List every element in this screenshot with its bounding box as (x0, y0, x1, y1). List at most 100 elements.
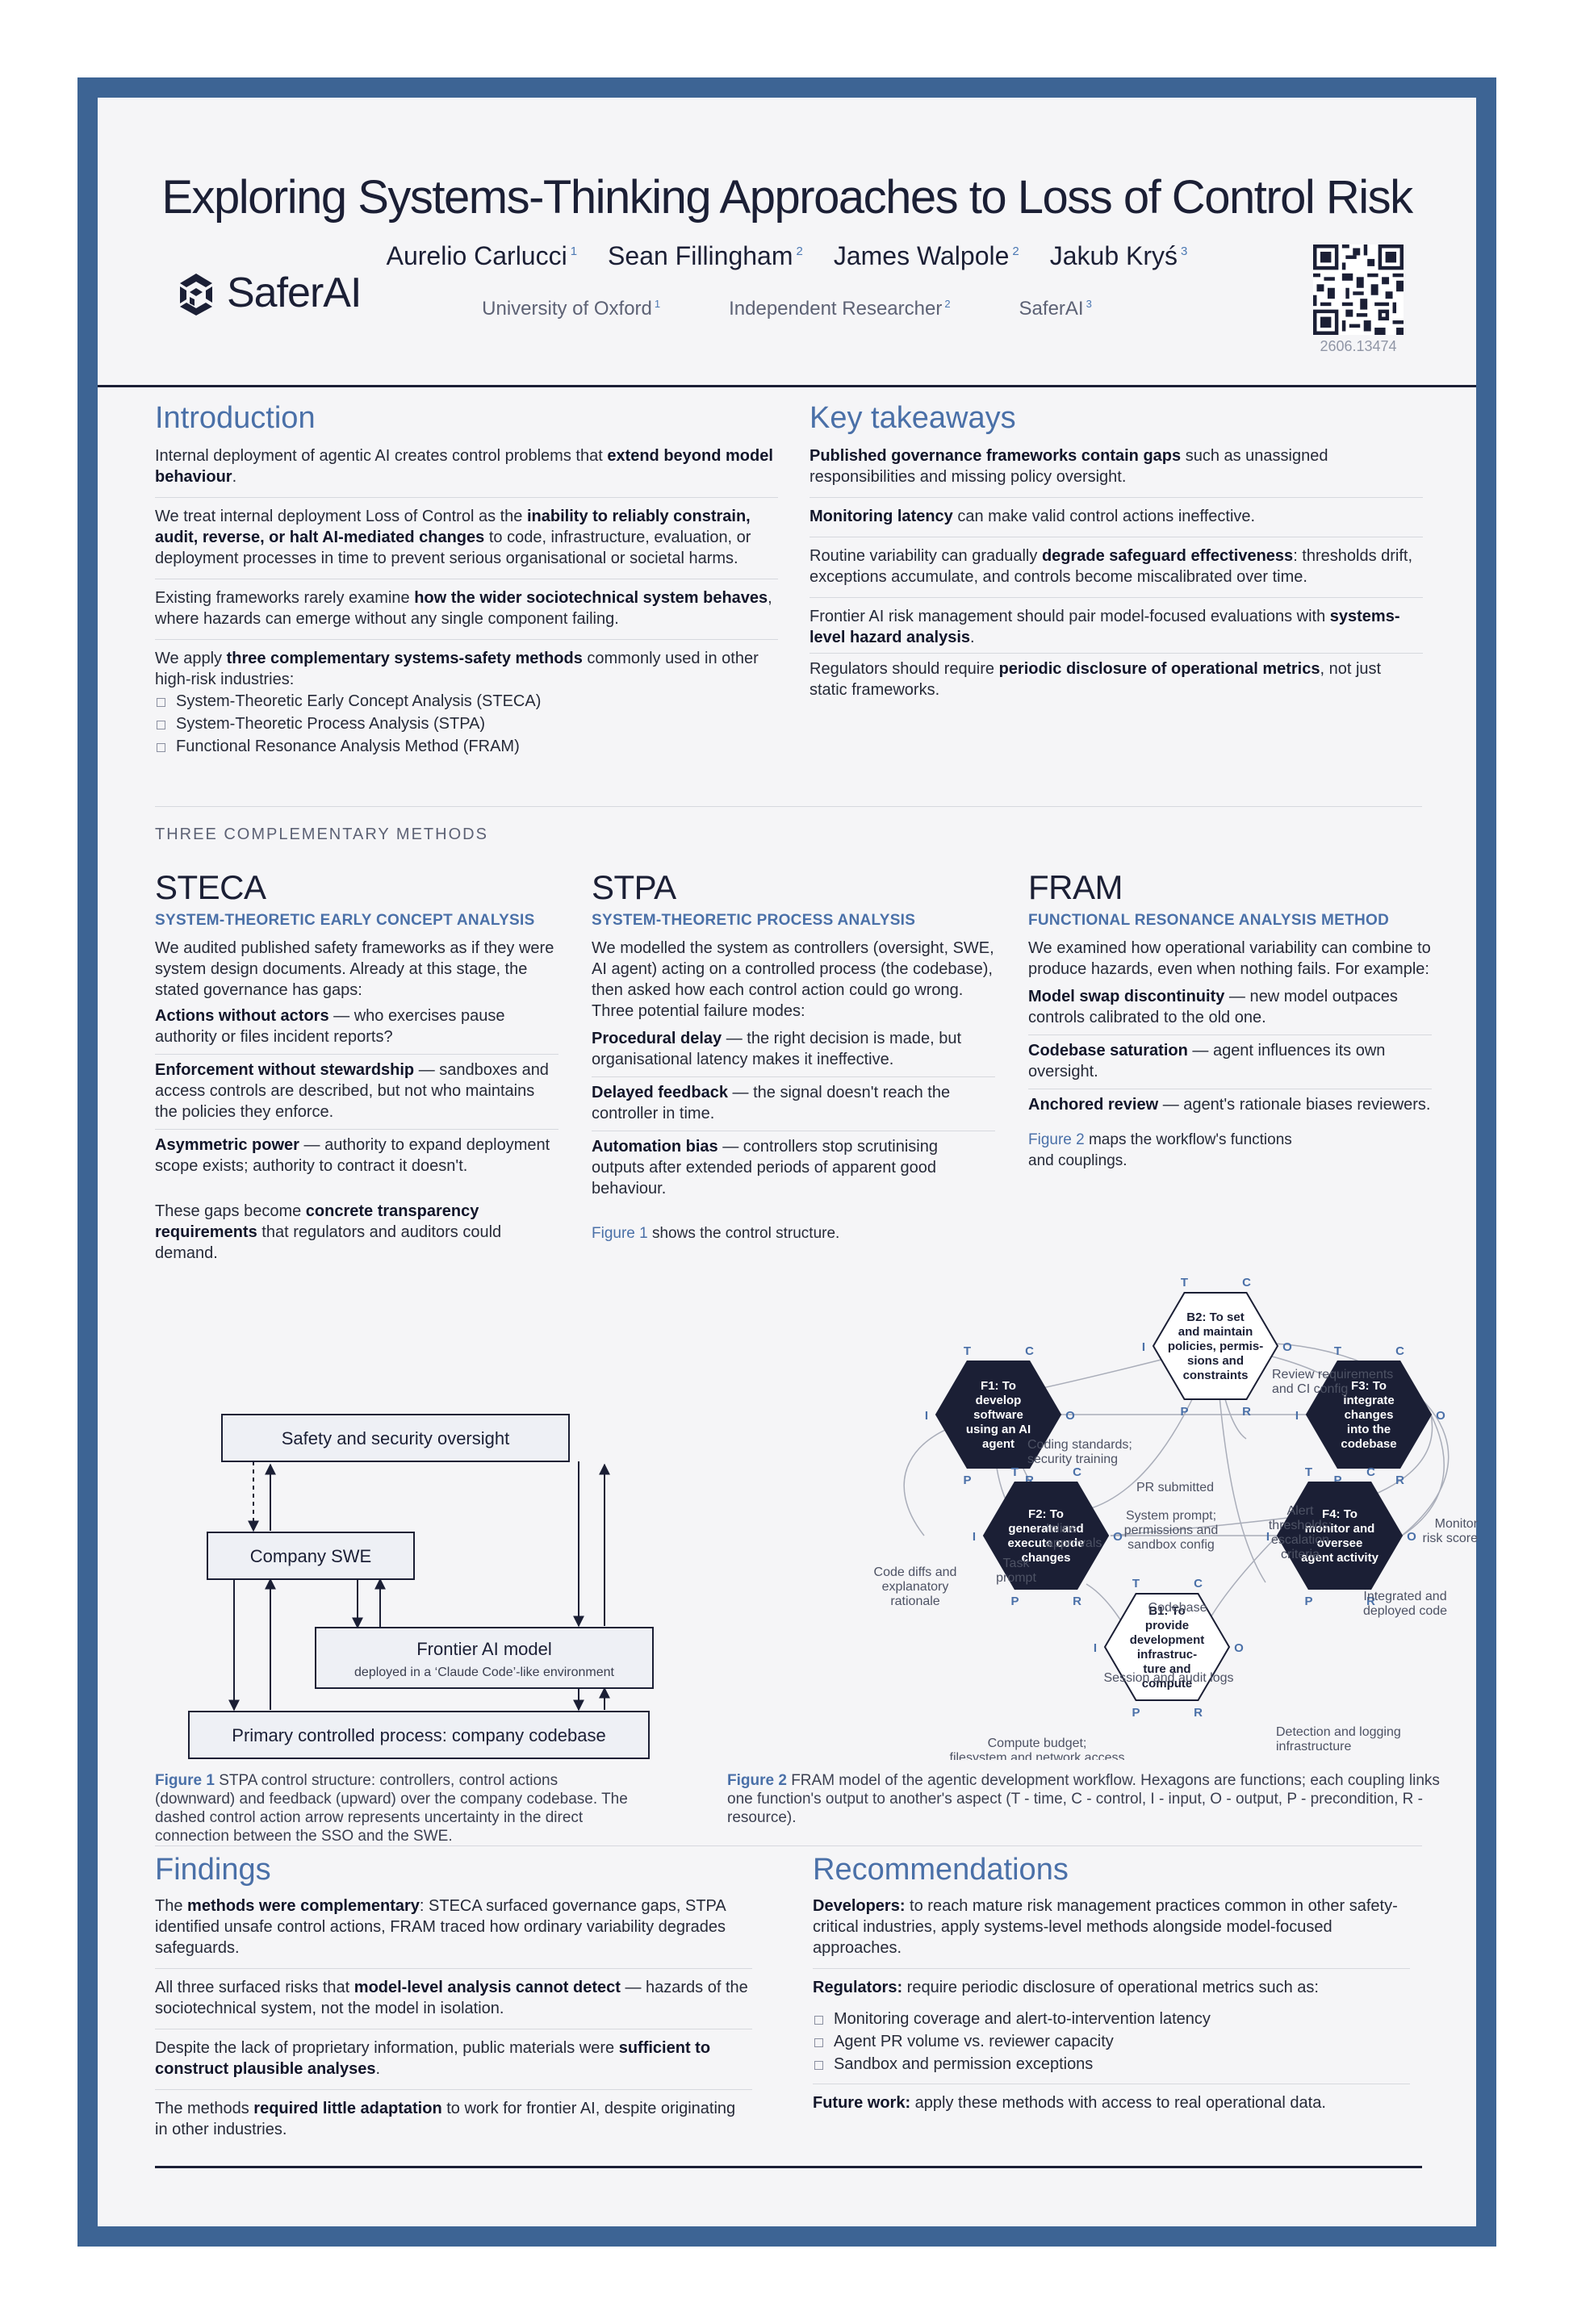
coupling-label: Coding standards; (1027, 1438, 1132, 1452)
method-list-item: Functional Resonance Analysis Method (FR… (155, 735, 778, 758)
aspect-label: C (1242, 1276, 1251, 1289)
coupling-label: deployed code (1363, 1604, 1447, 1618)
aspect-label: P (1132, 1706, 1140, 1720)
coupling-label: risk score (1423, 1532, 1479, 1545)
aspect-label: I (1094, 1641, 1097, 1655)
box-model-label: Frontier AI model (416, 1639, 552, 1659)
intro-paragraph: We treat internal deployment Loss of Con… (155, 497, 778, 579)
coupling-label: infrastructure (1276, 1740, 1351, 1753)
recommendation-item: Future work: apply these methods with ac… (813, 2084, 1410, 2113)
stpa-column: STPA SYSTEM-THEORETIC PROCESS ANALYSIS W… (592, 868, 995, 1244)
coupling-label: Session and audit logs (1104, 1671, 1234, 1685)
aspect-label: T (1334, 1344, 1341, 1358)
function-label: F2: To (1028, 1507, 1064, 1521)
function-label: constraints (1183, 1369, 1249, 1382)
aspect-label: O (1282, 1340, 1292, 1354)
takeaways-section: Key takeaways Published governance frame… (810, 401, 1423, 700)
function-label: compute (1142, 1677, 1193, 1691)
function-label: policies, permis- (1168, 1340, 1263, 1353)
aspect-label: R (1242, 1405, 1251, 1419)
function-label: into the (1347, 1423, 1391, 1436)
aspect-label: I (925, 1409, 928, 1423)
stpa-subheading: SYSTEM-THEORETIC PROCESS ANALYSIS (592, 912, 916, 929)
stpa-figure-ref: Figure 1 shows the control structure. (592, 1225, 840, 1242)
finding-item: All three surfaced risks that model-leve… (155, 1968, 752, 2029)
method-list-item: System-Theoretic Process Analysis (STPA) (155, 713, 778, 735)
aspect-label: R (1073, 1595, 1081, 1608)
coupling-label: Inline (1046, 1522, 1077, 1536)
coupling-label: criteria (1281, 1548, 1320, 1561)
fram-function-b1: B1: Toprovidedevelopmentinfrastruc-ture … (1094, 1577, 1244, 1720)
aspect-label: I (1142, 1340, 1145, 1354)
steca-item: Actions without actors — who exercises p… (155, 1007, 505, 1046)
takeaways-heading: Key takeaways (810, 401, 1016, 435)
coupling-label: and CI config (1272, 1382, 1348, 1396)
coupling-label: permissions and (1124, 1524, 1219, 1537)
qr-code-icon[interactable] (1313, 245, 1404, 335)
figure-2-caption: Figure 2 FRAM model of the agentic devel… (727, 1772, 1440, 1826)
stpa-item: Procedural delay — the right decision is… (592, 1030, 962, 1068)
methods-label: THREE COMPLEMENTARY METHODS (155, 826, 488, 843)
aspect-label: T (1132, 1577, 1140, 1590)
function-label: software (973, 1408, 1023, 1422)
fram-column: FRAM FUNCTIONAL RESONANCE ANALYSIS METHO… (1028, 868, 1432, 1172)
coupling-label: Integrated and (1363, 1590, 1446, 1603)
takeaway-item: Regulators should require periodic discl… (810, 653, 1423, 700)
aspect-label: C (1025, 1344, 1034, 1358)
recommendation-item: Developers: to reach mature risk managem… (813, 1897, 1398, 1957)
box-model (315, 1627, 654, 1689)
introduction-section: Introduction Internal deployment of agen… (155, 401, 778, 758)
hexagon-shape (935, 1361, 1062, 1469)
function-label: changes (1345, 1408, 1394, 1422)
findings-heading: Findings (155, 1853, 271, 1887)
saferai-logo[interactable]: SaferAI (174, 269, 362, 317)
recommendation-item: Regulators: require periodic disclosure … (813, 1968, 1410, 2003)
aspect-label: C (1366, 1465, 1375, 1479)
aspect-label: T (1011, 1465, 1019, 1479)
coupling-label: Code diffs and (874, 1565, 957, 1579)
function-label: execute code (1007, 1536, 1084, 1550)
intro-paragraph: We apply three complementary systems-saf… (155, 639, 778, 690)
aspect-label: O (1234, 1641, 1244, 1655)
fram-item: Codebase saturation — agent influences i… (1028, 1035, 1432, 1089)
metric-list-item: Sandbox and permission exceptions (813, 2053, 1410, 2084)
box-swe-label: Company SWE (250, 1546, 371, 1566)
coupling-label: Detection and logging (1276, 1725, 1401, 1739)
intro-paragraph: Existing frameworks rarely examine how t… (155, 579, 778, 639)
finding-item: The methods were complementary: STECA su… (155, 1897, 726, 1957)
function-label: development (1130, 1633, 1205, 1647)
function-label: oversee (1317, 1536, 1363, 1550)
function-label: generate and (1008, 1522, 1083, 1536)
function-label: codebase (1341, 1437, 1396, 1451)
hexagon-shape (1305, 1361, 1433, 1469)
figure-1-caption: Figure 1 STPA control structure: control… (155, 1772, 628, 1845)
poster-title: Exploring Systems-Thinking Approaches to… (161, 171, 1413, 224)
takeaway-item: Routine variability can gradually degrad… (810, 537, 1423, 597)
aspect-label: R (1194, 1706, 1203, 1720)
steca-column: STECA SYSTEM-THEORETIC EARLY CONCEPT ANA… (155, 868, 558, 1264)
steca-heading: STECA (155, 868, 266, 906)
coupling-label: Review requirements (1272, 1368, 1393, 1381)
fram-intro: We examined how operational variability … (1028, 939, 1431, 978)
intro-paragraph: Internal deployment of agentic AI create… (155, 447, 773, 486)
coupling-label: sandbox config (1127, 1538, 1215, 1552)
aspect-label: P (963, 1473, 971, 1487)
box-process (188, 1711, 650, 1759)
finding-item: The methods required little adaptation t… (155, 2089, 752, 2140)
aspect-label: P (1304, 1595, 1312, 1608)
method-list-item: System-Theoretic Early Concept Analysis … (155, 690, 778, 713)
box-oversight-label: Safety and security oversight (282, 1428, 509, 1448)
aspect-label: C (1194, 1577, 1203, 1590)
function-label: F3: To (1351, 1379, 1387, 1393)
fram-heading: FRAM (1028, 868, 1123, 906)
box-model-sublabel: deployed in a ‘Claude Code’-like environ… (354, 1666, 615, 1679)
aspect-label: O (1407, 1530, 1416, 1544)
qr-caption: 2606.13474 (1320, 338, 1397, 354)
aspect-label: P (1180, 1405, 1188, 1419)
aspect-label: O (1113, 1530, 1123, 1544)
